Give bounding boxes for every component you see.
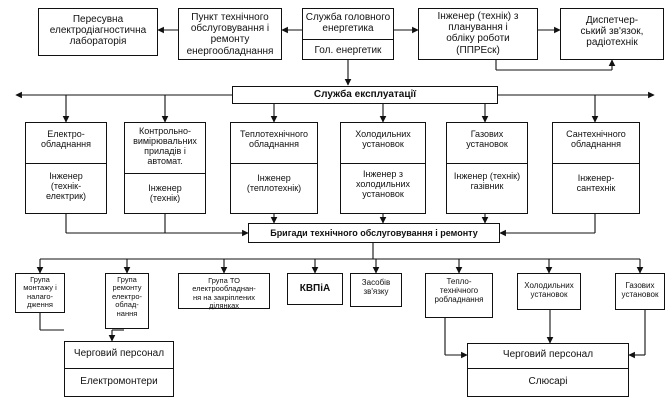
department-title: Газових установок — [466, 129, 508, 150]
planning-engineer-label: Інженер (технік) з планування і обліку р… — [437, 11, 519, 56]
department-staff: Інженер- сантехнік — [576, 173, 616, 194]
department-heat: Теплотехнічного обладнання Інженер (тепл… — [230, 122, 318, 214]
group-heat-equipment: Тепло- технічного робладнання — [425, 273, 493, 318]
department-title: Контрольно- вимірювальних приладів і авт… — [133, 126, 197, 167]
maintenance-point-label: Пункт технічного обслуговування і ремонт… — [186, 12, 274, 57]
group-electrical-repair: Група ремонту електро- облад- нання — [105, 273, 149, 329]
department-staff: Інженер (теплотехнік) — [246, 173, 302, 194]
dispatcher-communication: Диспетчер- ський зв'язок, радіотехнік — [560, 8, 664, 60]
divider — [341, 163, 425, 164]
divider — [303, 39, 393, 40]
group-label: Група ремонту електро- облад- нання — [111, 275, 143, 318]
group-refrigeration: Холодильних установок — [517, 273, 581, 310]
group-label: Газових установок — [621, 281, 659, 299]
exploitation-service: Служба експлуатації — [232, 86, 498, 104]
duty-personnel-fitters: Черговий персонал Слюсарі — [467, 343, 629, 397]
divider — [65, 368, 173, 369]
group-gas: Газових установок — [615, 273, 665, 310]
divider — [231, 163, 317, 164]
maintenance-brigades-label: Бригади технічного обслуговування і ремо… — [270, 228, 478, 238]
group-site-maintenance: Група ТО електрообладнан- ня на закріпле… — [178, 273, 270, 311]
group-communications: Засобів зв'язку — [350, 273, 402, 307]
group-installation: Група монтажу і налаго- дження — [15, 273, 65, 313]
group-label: Холодильних установок — [524, 281, 574, 299]
duty-personnel-electricians: Черговий персонал Електромонтери — [64, 341, 174, 397]
department-title: Холодильних установок — [355, 129, 411, 150]
department-title: Теплотехнічного обладнання — [239, 129, 309, 150]
divider — [553, 163, 639, 164]
duty-personnel-staff: Слюсарі — [528, 376, 568, 387]
mobile-diagnostic-lab-label: Пересувна електродіагностична лабораторі… — [49, 14, 147, 48]
department-instrumentation: Контрольно- вимірювальних приладів і авт… — [124, 122, 206, 214]
group-label: Група ТО електрообладнан- ня на закріпле… — [192, 276, 256, 311]
dispatcher-communication-label: Диспетчер- ський зв'язок, радіотехнік — [580, 15, 644, 49]
chief-energy-service-staff: Гол. енергетик — [314, 45, 382, 56]
group-kvpia: КВПіА — [287, 273, 343, 305]
divider — [447, 163, 527, 164]
department-staff: Інженер (технік) газівник — [453, 171, 521, 192]
maintenance-point: Пункт технічного обслуговування і ремонт… — [178, 8, 282, 60]
group-label: КВПіА — [299, 283, 331, 294]
duty-personnel-title: Черговий персонал — [73, 348, 165, 359]
department-plumbing: Сантехнічного обладнання Інженер- сантех… — [552, 122, 640, 214]
planning-engineer: Інженер (технік) з планування і обліку р… — [418, 8, 538, 60]
department-staff: Інженер (технік- електрик) — [45, 171, 87, 202]
department-title: Електро- обладнання — [40, 129, 92, 150]
divider — [125, 173, 205, 174]
maintenance-brigades: Бригади технічного обслуговування і ремо… — [248, 223, 500, 243]
duty-personnel-staff: Електромонтери — [80, 376, 158, 387]
group-label: Тепло- технічного робладнання — [434, 277, 484, 304]
chief-energy-service: Служба головного енергетика Гол. енергет… — [302, 8, 394, 60]
department-electrical: Електро- обладнання Інженер (технік- еле… — [25, 122, 107, 214]
divider — [468, 368, 628, 369]
department-staff: Інженер (технік) — [148, 183, 182, 204]
exploitation-service-label: Служба експлуатації — [313, 89, 417, 100]
department-gas: Газових установок Інженер (технік) газів… — [446, 122, 528, 214]
mobile-diagnostic-lab: Пересувна електродіагностична лабораторі… — [38, 8, 158, 56]
divider — [26, 163, 106, 164]
duty-personnel-title: Черговий персонал — [502, 349, 594, 360]
group-label: Засобів зв'язку — [361, 278, 391, 296]
department-refrigeration: Холодильних установок Інженер з холодиль… — [340, 122, 426, 214]
department-title: Сантехнічного обладнання — [566, 129, 626, 150]
group-label: Група монтажу і налаго- дження — [23, 275, 57, 310]
chief-energy-service-title: Служба головного енергетика — [305, 12, 391, 35]
department-staff: Інженер з холодильних установок — [355, 169, 411, 200]
